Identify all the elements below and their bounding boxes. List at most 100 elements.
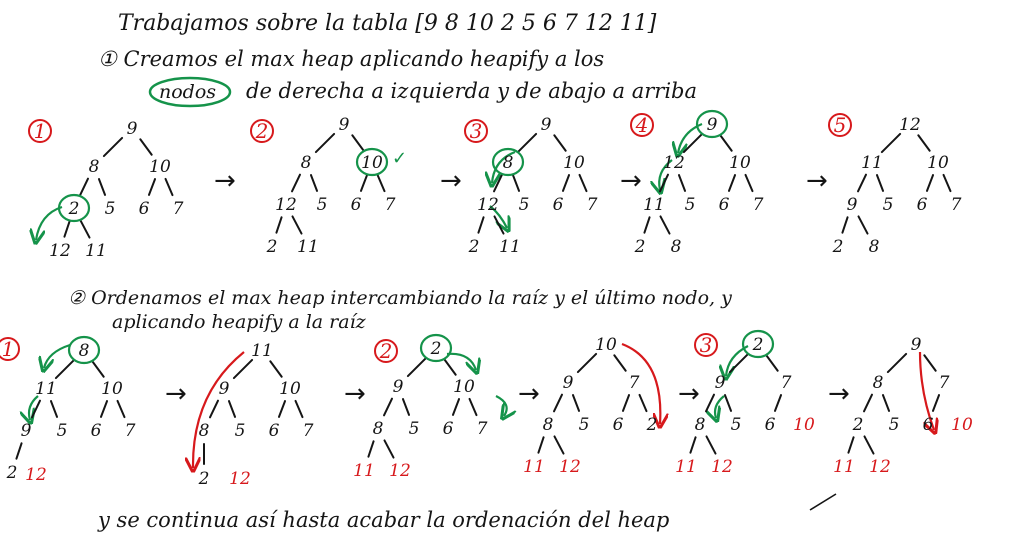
tree-node: 6: [139, 199, 150, 219]
tree-node: 8: [869, 237, 880, 257]
tree-node: 10: [927, 153, 949, 173]
tree-node: 7: [477, 419, 488, 439]
tree-edge: [643, 216, 651, 234]
green-swap-arrow-r1-t3b: [489, 205, 507, 228]
tree-edge: [863, 435, 875, 455]
tree-node: 9: [339, 115, 350, 135]
tree-node: 12: [275, 195, 297, 215]
tree-node: 2: [852, 415, 864, 435]
title-text: Trabajamos sobre la tabla [9 8 10 2 5 6 …: [118, 11, 657, 36]
tree-node: 11: [833, 457, 855, 477]
tree-node: 5: [409, 419, 420, 439]
tree-edge: [493, 173, 503, 193]
tree-node: 11: [499, 237, 521, 257]
heapify-circle: [57, 193, 91, 223]
heapify-circle: [355, 147, 389, 177]
tree-edge: [765, 354, 779, 372]
tree-node: 12: [899, 115, 921, 135]
tree-edge: [511, 174, 521, 192]
tree-node: 5: [889, 415, 900, 435]
green-swap-arrow-r1-t4b: [659, 159, 673, 190]
tree-node: 10: [149, 157, 171, 177]
tree-edge: [553, 134, 567, 152]
tree-node: 5: [105, 199, 116, 219]
tree-edge: [269, 360, 283, 378]
tree-edge: [728, 352, 750, 374]
tree-edge: [227, 400, 237, 418]
step-number-circle: [694, 333, 718, 357]
tree-edge: [468, 397, 478, 417]
tree-edge: [881, 394, 891, 412]
tree-node: 12: [25, 465, 47, 485]
tree-edge: [359, 174, 369, 192]
pen-stroke: [809, 493, 837, 511]
tree-node: 10: [361, 153, 383, 173]
step-number: 4: [635, 113, 649, 137]
tree-node: 7: [587, 195, 598, 215]
tree-node: 12: [477, 195, 499, 215]
tree-node: 2: [6, 463, 18, 483]
tree-node: 2: [634, 237, 646, 257]
tree-node: 2: [468, 237, 480, 257]
tree-node: 11: [85, 241, 107, 261]
tree-edge: [15, 442, 23, 460]
green-swap-arrow-r2-t1a: [44, 343, 71, 368]
tree-node: 9: [393, 377, 404, 397]
tree-edge: [719, 134, 733, 152]
tree-node: 12: [389, 461, 411, 481]
tree-node: 10: [793, 415, 815, 435]
tree-edge: [147, 178, 157, 196]
tree-node: 11: [353, 461, 375, 481]
tree-edge: [516, 132, 538, 154]
tree-node: 5: [883, 195, 894, 215]
tree-node: 10: [595, 335, 617, 355]
tree-node: 8: [301, 153, 312, 173]
step-number: 3: [700, 333, 713, 357]
tree-node: 11: [297, 237, 319, 257]
tree-node: 7: [753, 195, 764, 215]
tree-edge: [875, 174, 885, 192]
tree-node: 9: [715, 373, 726, 393]
tree-edge: [291, 173, 301, 193]
green-swap-arrow-r2-t5b: [715, 395, 725, 418]
tree-edge: [923, 354, 937, 372]
arrow-r1-4: →: [806, 166, 828, 196]
tree-node: 2: [198, 469, 210, 489]
tree-edge: [689, 436, 697, 454]
arrow-r2-1: →: [165, 379, 187, 409]
tree-edge: [561, 174, 571, 192]
tree-node: 11: [861, 153, 883, 173]
tree-edge: [99, 400, 109, 418]
step-number-circle: [464, 119, 488, 143]
tree-node: 8: [671, 237, 682, 257]
tree-edge: [309, 174, 319, 192]
tree-node: 6: [613, 415, 624, 435]
tree-edge: [857, 215, 869, 235]
step-number: 2: [379, 339, 393, 363]
tree-edge: [917, 134, 931, 152]
tree-node: 6: [91, 421, 102, 441]
tree-edge: [401, 398, 411, 416]
tree-node: 8: [503, 153, 514, 173]
tree-node: 6: [917, 195, 928, 215]
tree-node: 10: [101, 379, 123, 399]
tree-node: 9: [847, 195, 858, 215]
tree-node: 9: [127, 119, 138, 139]
arrow-r1-2: →: [440, 166, 462, 196]
tree-node: 12: [559, 457, 581, 477]
nodos-circle: [148, 76, 232, 108]
tree-node: 9: [911, 335, 922, 355]
tree-edge: [376, 173, 386, 193]
tree-edge: [553, 393, 563, 413]
arrow-r2-3: →: [518, 379, 540, 409]
step-number-circle: [828, 113, 852, 137]
tree-edge: [773, 394, 783, 412]
tree-node: 12: [711, 457, 733, 477]
step-number-circle: [0, 337, 20, 361]
tree-node: 11: [643, 195, 665, 215]
tree-node: 7: [629, 373, 640, 393]
